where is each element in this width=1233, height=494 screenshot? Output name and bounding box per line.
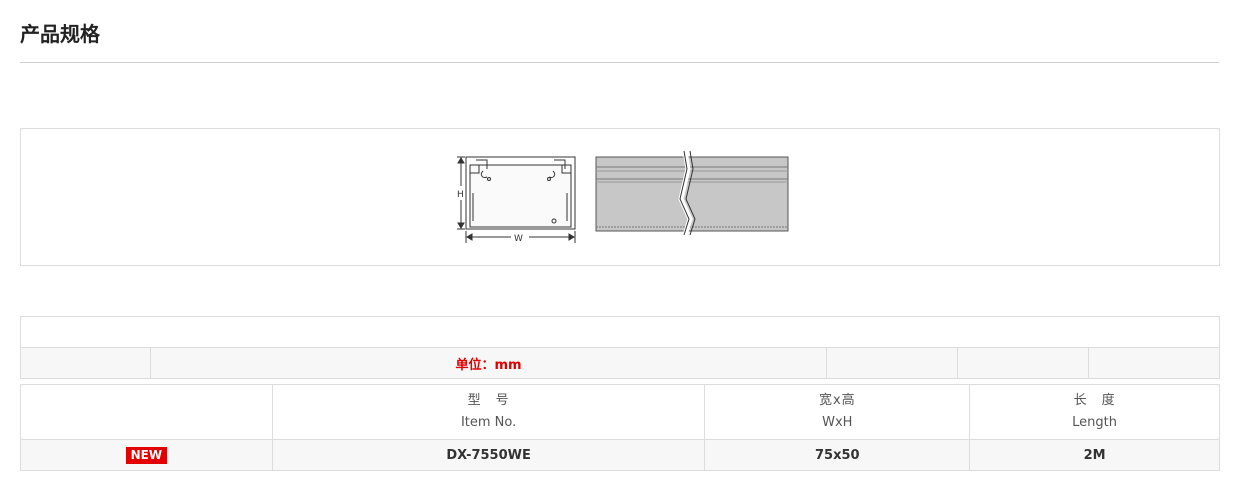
product-diagram: H W: [457, 150, 789, 244]
table-row: NEW DX-7550WE 75x50 2M: [20, 439, 1220, 471]
height-dimension: [457, 156, 465, 230]
size-cell: 75x50: [704, 439, 971, 471]
unit-label: 单位：mm: [150, 347, 827, 379]
unit-cell-empty: [957, 347, 1089, 379]
spec-table: 型 号 Item No. 宽x高 WxH 长 度 Length NEW DX-7…: [20, 384, 1220, 471]
side-view-drawing: [595, 150, 789, 236]
spec-table-header: 型 号 Item No. 宽x高 WxH 长 度 Length: [20, 384, 1220, 440]
unit-table: 单位：mm: [20, 316, 1220, 379]
badge-cell: NEW: [20, 439, 273, 471]
cross-section-drawing: [465, 156, 576, 230]
header-item-no-en: Item No.: [460, 415, 517, 430]
unit-row: 单位：mm: [20, 347, 1220, 379]
blank-cell: [20, 316, 1220, 348]
product-diagram-panel: H W: [20, 128, 1220, 266]
unit-cell-empty: [1088, 347, 1220, 379]
new-badge: NEW: [125, 446, 168, 464]
title-divider: [20, 62, 1219, 63]
width-label: W: [514, 234, 523, 244]
length-cell: 2M: [969, 439, 1220, 471]
unit-table-blank-row: [20, 316, 1220, 348]
header-length-en: Length: [1072, 415, 1118, 430]
item-no-cell: DX-7550WE: [271, 439, 706, 471]
width-dimension: [465, 231, 576, 243]
header-cell-length: 长 度 Length: [969, 384, 1220, 440]
unit-cell-empty: [20, 347, 151, 379]
header-cell-badge: [20, 384, 273, 440]
header-length-zh: 长 度: [1073, 393, 1116, 408]
header-item-no-zh: 型 号: [467, 393, 510, 408]
unit-cell-empty: [826, 347, 958, 379]
header-cell-item-no: 型 号 Item No.: [271, 384, 706, 440]
height-label: H: [457, 190, 464, 200]
header-cell-size: 宽x高 WxH: [704, 384, 971, 440]
page-title: 产品规格: [20, 22, 100, 46]
header-size-en: WxH: [822, 415, 853, 430]
header-size-zh: 宽x高: [818, 393, 856, 408]
